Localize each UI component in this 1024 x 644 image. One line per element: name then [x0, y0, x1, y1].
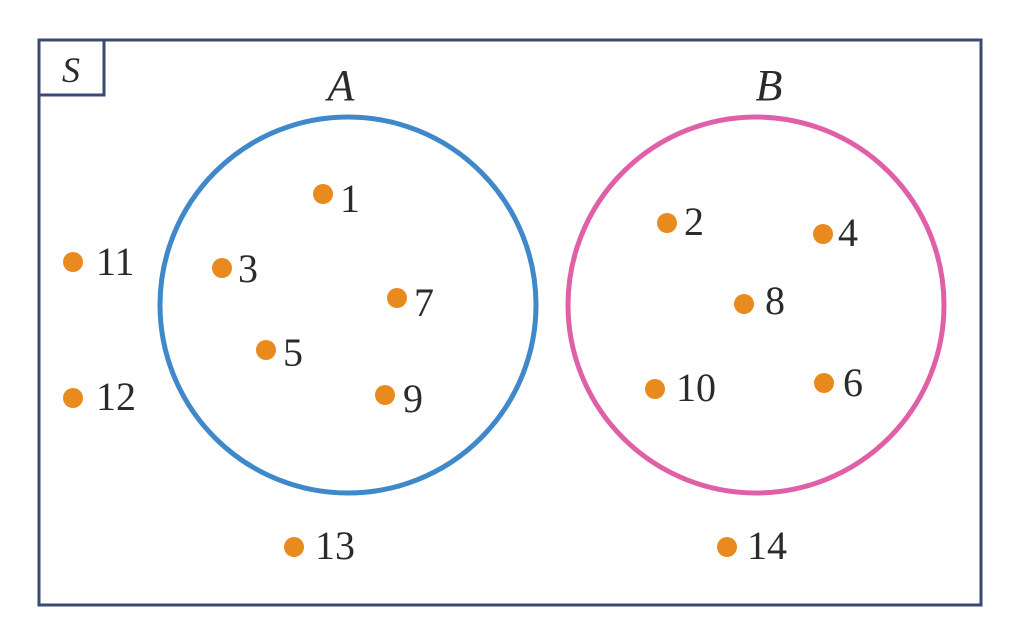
element-label: 12 [96, 374, 136, 419]
universe-label-box [37, 38, 106, 97]
element-13: 13 [284, 523, 355, 568]
element-label: 5 [283, 330, 303, 375]
element-dot [657, 213, 677, 233]
element-label: 4 [838, 210, 858, 255]
element-12: 12 [63, 374, 136, 419]
element-dot [813, 224, 833, 244]
element-dot [387, 288, 407, 308]
element-label: 1 [340, 176, 360, 221]
element-label: 9 [403, 376, 423, 421]
element-1: 1 [313, 176, 360, 221]
set-a-circle [157, 114, 539, 496]
element-dot [645, 379, 665, 399]
element-10: 10 [645, 365, 716, 410]
element-11: 11 [63, 239, 135, 284]
element-6: 6 [814, 360, 863, 405]
element-label: 3 [238, 246, 258, 291]
element-dot [717, 537, 737, 557]
element-9: 9 [375, 376, 423, 421]
element-dot [212, 258, 232, 278]
set-a-label: A [325, 61, 356, 110]
element-7: 7 [387, 280, 434, 325]
element-3: 3 [212, 246, 258, 291]
universe-label: S [62, 50, 80, 90]
element-dot [814, 373, 834, 393]
element-label: 10 [676, 365, 716, 410]
element-2: 2 [657, 199, 704, 244]
element-8: 8 [734, 278, 785, 323]
element-dot [63, 252, 83, 272]
element-label: 11 [96, 239, 135, 284]
element-dot [734, 294, 754, 314]
element-dot [313, 184, 333, 204]
element-label: 6 [843, 360, 863, 405]
element-dot [256, 340, 276, 360]
element-14: 14 [717, 523, 787, 568]
element-dot [284, 537, 304, 557]
element-label: 7 [414, 280, 434, 325]
element-5: 5 [256, 330, 303, 375]
element-label: 13 [315, 523, 355, 568]
element-4: 4 [813, 210, 858, 255]
set-b-circle [565, 114, 947, 496]
element-label: 8 [765, 278, 785, 323]
set-b-label: B [756, 61, 783, 110]
element-label: 14 [747, 523, 787, 568]
element-dot [63, 388, 83, 408]
element-label: 2 [684, 199, 704, 244]
universe-frame [37, 38, 983, 607]
element-dot [375, 385, 395, 405]
